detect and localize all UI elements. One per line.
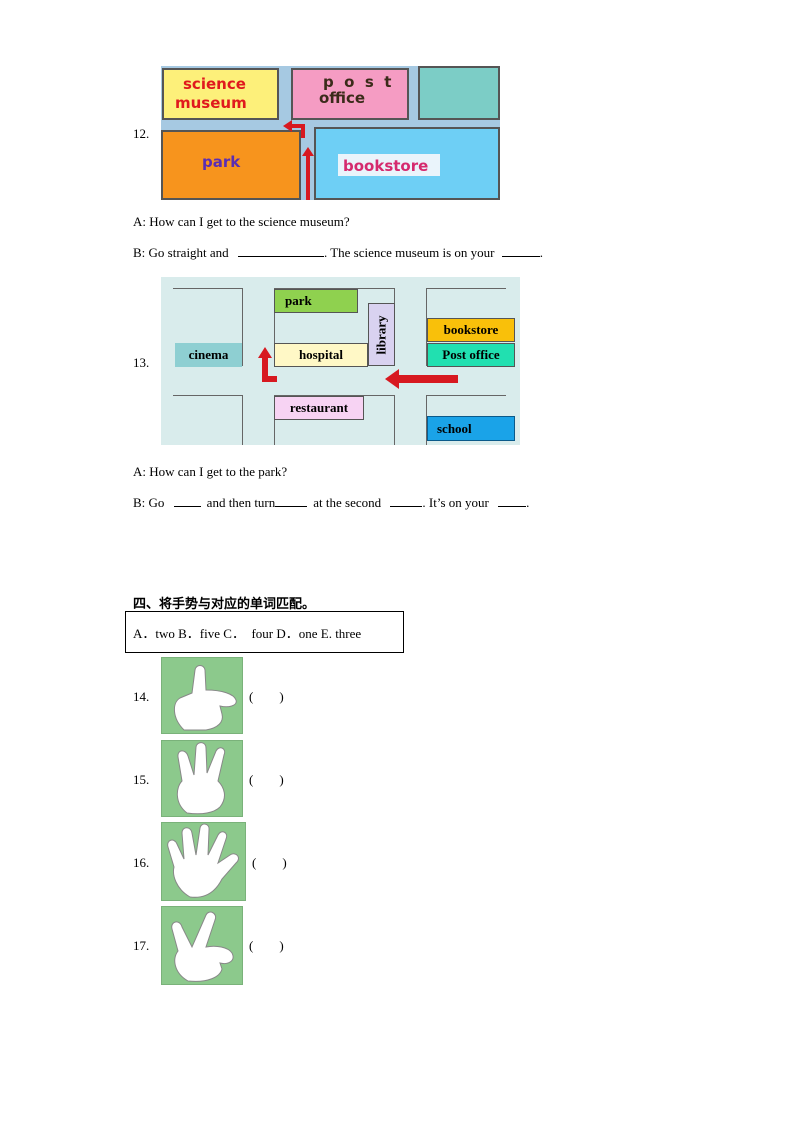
q12-line-b-mid: . The science museum is on your (323, 245, 495, 260)
q12-line-b-end: . (539, 245, 543, 260)
q13-line-b-2: and then turn (206, 495, 276, 510)
hospital-block: hospital (274, 343, 368, 367)
hand-gesture-icon (174, 665, 237, 731)
hand-gesture-icon (167, 823, 239, 898)
road-line (426, 395, 427, 445)
options-text: A．two B．five C． four D．one E. three (133, 625, 362, 641)
q13-line-b-4: . It’s on your (422, 495, 489, 510)
post-label: p o s t (323, 73, 392, 91)
q13-line-b: B: Go and then turn at the second . It’s … (133, 495, 529, 511)
road-line (274, 288, 395, 289)
route-arrow (283, 120, 314, 200)
q13-blank-2[interactable] (275, 495, 308, 507)
road-line (274, 395, 395, 396)
q17-answer-paren[interactable]: ( ) (249, 938, 284, 953)
road-line (394, 395, 395, 445)
hand-gesture-icon (171, 911, 234, 982)
science-museum-block (162, 68, 279, 120)
school-block: school (427, 416, 515, 441)
park-label: park (202, 153, 241, 171)
q13-line-a: A: How can I get to the park? (133, 464, 288, 479)
question-17-number: 17. (133, 938, 150, 953)
bookstore-block: bookstore (427, 318, 515, 342)
road-line (242, 395, 243, 445)
q12-line-a: A: How can I get to the science museum? (133, 214, 350, 229)
road-line (274, 288, 275, 366)
question-12-number: 12. (133, 126, 150, 141)
route-arrows (258, 347, 458, 389)
map-q12: science museum p o s t office park books… (161, 66, 500, 200)
options-box: A．two B．five C． four D．one E. three (125, 611, 404, 653)
cinema-block: cinema (175, 343, 242, 367)
park-block (161, 130, 301, 200)
map-q13: park library bookstore Post office cinem… (161, 277, 520, 445)
park-block: park (274, 289, 358, 313)
question-14-number: 14. (133, 689, 150, 704)
hand-three-image (161, 740, 243, 817)
hand-five-image (161, 822, 246, 901)
q13-blank-3[interactable] (390, 495, 423, 507)
bookstore-label-bg (338, 154, 440, 176)
q12-blank-2[interactable] (501, 245, 540, 257)
post-office-block (291, 68, 409, 120)
q13-line-b-5: . (526, 495, 530, 510)
road-line (426, 288, 427, 366)
road-line (426, 395, 506, 396)
q14-answer-paren[interactable]: ( ) (249, 689, 284, 704)
bookstore-label: bookstore (343, 157, 429, 175)
road-line (274, 395, 275, 445)
question-13-number: 13. (133, 355, 150, 370)
q16-answer-paren[interactable]: ( ) (252, 855, 287, 870)
q13-blank-1[interactable] (173, 495, 201, 507)
hand-one-image (161, 657, 243, 734)
q12-line-b: B: Go straight and . The science museum … (133, 245, 543, 261)
science-label: science (183, 75, 246, 93)
post-office-block: Post office (427, 343, 515, 367)
road-line (173, 395, 243, 396)
q13-line-b-1: B: Go (133, 495, 165, 510)
hand-gesture-icon (176, 742, 226, 815)
section-4-heading: 四、将手势与对应的单词匹配。 (133, 597, 316, 612)
road-line (173, 288, 243, 289)
q12-blank-1[interactable] (237, 245, 324, 257)
museum-label: museum (175, 94, 247, 112)
road-line (426, 288, 506, 289)
library-block: library (368, 303, 395, 366)
q13-blank-4[interactable] (498, 495, 527, 507)
teal-block (418, 66, 500, 120)
q13-line-b-3: at the second (313, 495, 382, 510)
question-16-number: 16. (133, 855, 150, 870)
office-label: office (319, 89, 366, 107)
q12-line-b-start: B: Go straight and (133, 245, 229, 260)
restaurant-block: restaurant (274, 396, 364, 420)
question-15-number: 15. (133, 772, 150, 787)
q15-answer-paren[interactable]: ( ) (249, 772, 284, 787)
hand-two-image (161, 906, 243, 985)
road-line (242, 288, 243, 366)
